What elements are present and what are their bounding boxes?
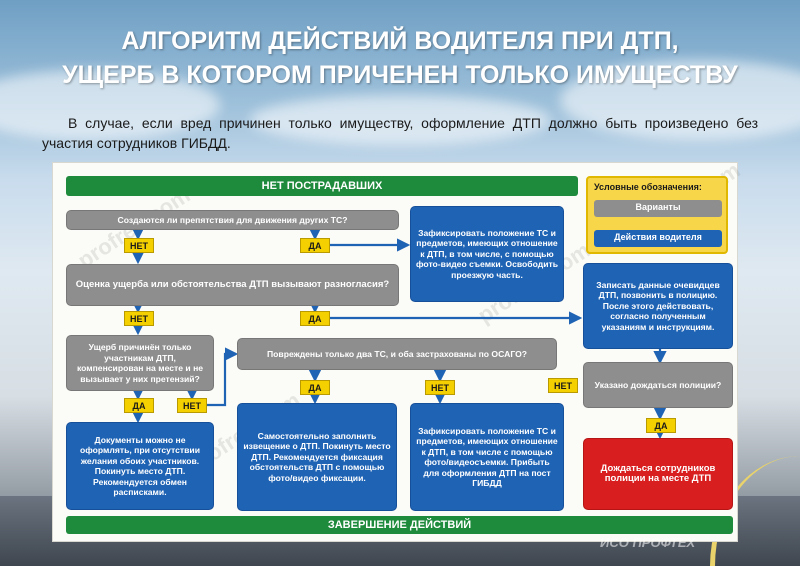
slide-title-line2: УЩЕРБ В КОТОРОМ ПРИЧЕНЕН ТОЛЬКО ИМУЩЕСТВ… xyxy=(62,61,738,89)
action-witnesses: Записать данные очевидцев ДТП, позвонить… xyxy=(583,263,733,349)
intro-text: В случае, если вред причинен только имущ… xyxy=(42,115,758,151)
legend-variants: Варианты xyxy=(594,200,722,217)
legend-actions: Действия водителя xyxy=(594,230,722,247)
slide-title: АЛГОРИТМ ДЕЙСТВИЙ ВОДИТЕЛЯ ПРИ ДТП, УЩЕР… xyxy=(0,24,800,92)
action-no-documents: Документы можно не оформлять, при отсутс… xyxy=(66,422,214,510)
tag-yes: ДА xyxy=(300,380,330,395)
question-two-vehicles: Повреждены только два ТС, и оба застрахо… xyxy=(237,338,557,370)
question-obstacles: Создаются ли препятствия для движения др… xyxy=(66,210,399,230)
tag-no: НЕТ xyxy=(124,238,154,253)
tag-yes: ДА xyxy=(646,418,676,433)
question-police-indicated: Указано дождаться полиции? xyxy=(583,362,733,408)
tag-no: НЕТ xyxy=(548,378,578,393)
footer-watermark: ИСО ПРОФТЕХ xyxy=(600,535,696,550)
action-record-gibdd: Зафиксировать положение ТС и предметов, … xyxy=(410,403,564,511)
tag-no: НЕТ xyxy=(124,311,154,326)
bottom-bar-finish: ЗАВЕРШЕНИЕ ДЕЙСТВИЙ xyxy=(66,516,733,534)
tag-yes: ДА xyxy=(300,311,330,326)
action-self-notice: Самостоятельно заполнить извещение о ДТП… xyxy=(237,403,397,511)
question-assessment: Оценка ущерба или обстоятельства ДТП выз… xyxy=(66,264,399,306)
tag-no: НЕТ xyxy=(425,380,455,395)
sky-cloud xyxy=(250,95,550,145)
slide-title-line1: АЛГОРИТМ ДЕЙСТВИЙ ВОДИТЕЛЯ ПРИ ДТП, xyxy=(121,27,679,55)
sky-cloud xyxy=(560,60,800,140)
question-only-property: Ущерб причинён только участникам ДТП, ко… xyxy=(66,335,214,391)
top-bar-no-injured: НЕТ ПОСТРАДАВШИХ xyxy=(66,176,578,196)
tag-no: НЕТ xyxy=(177,398,207,413)
tag-yes: ДА xyxy=(124,398,154,413)
sky-cloud xyxy=(0,70,220,140)
tag-yes: ДА xyxy=(300,238,330,253)
legend-title: Условные обозначения: xyxy=(594,182,702,192)
action-record-positions: Зафиксировать положение ТС и предметов, … xyxy=(410,206,564,302)
legend: Условные обозначения: Варианты Действия … xyxy=(586,176,728,254)
action-wait-police: Дождаться сотрудников полиции на месте Д… xyxy=(583,438,733,510)
